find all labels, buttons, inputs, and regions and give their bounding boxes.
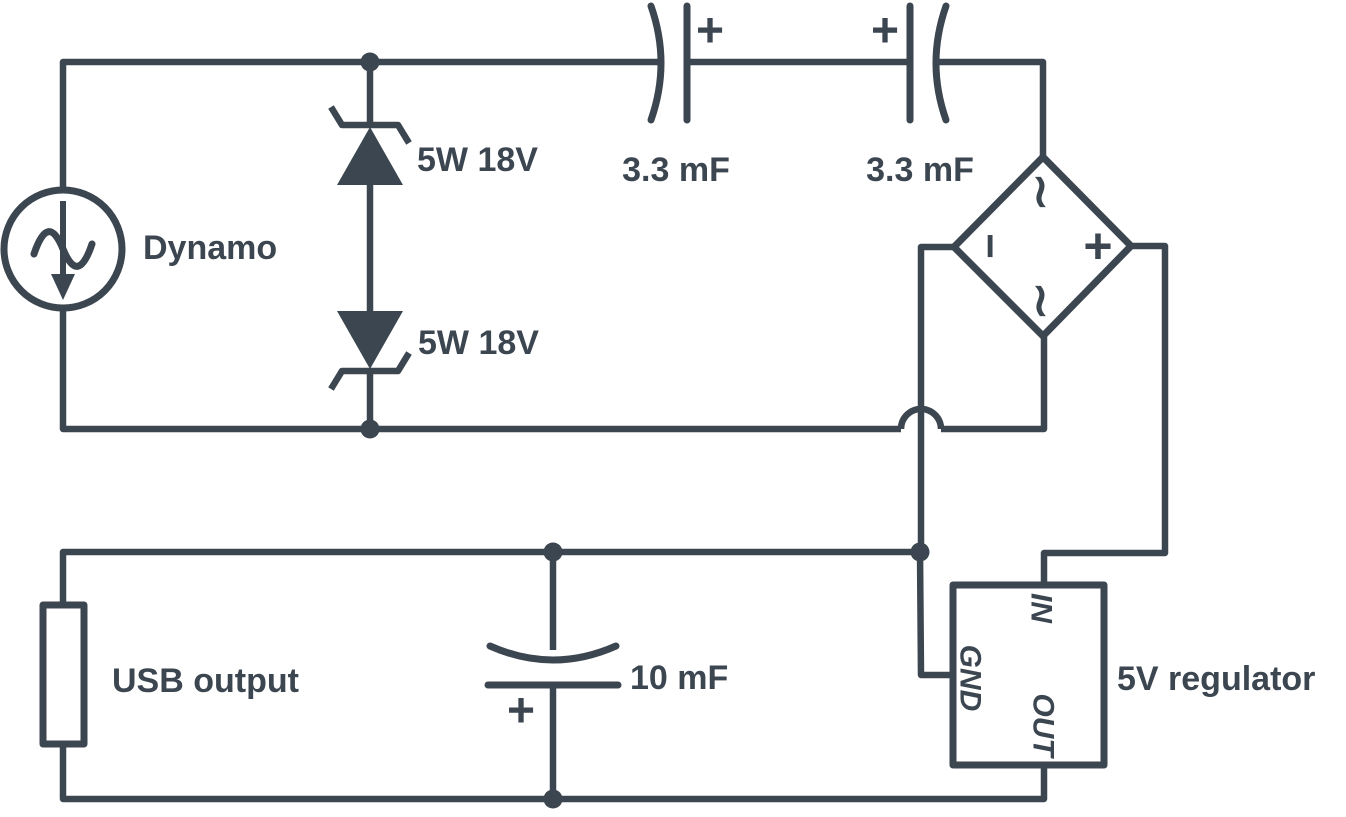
zener-bottom-label: 5W 18V [418, 324, 539, 362]
junction-dot [360, 419, 380, 439]
cap-right-plus-mark: + [871, 5, 899, 58]
wire-to-bridge-ac-bottom [941, 336, 1048, 433]
wire-hop-icon [897, 405, 945, 430]
wire-gnd [916, 551, 953, 679]
regulator-pin-gnd-label: GND [954, 645, 987, 712]
cap-left-label: 3.3 mF [622, 151, 730, 189]
bridge-minus-mark: − [966, 233, 1015, 259]
zener-top-triangle [337, 127, 403, 185]
dynamo-arrowhead-icon [51, 274, 75, 300]
smoothing-capacitor-icon: + [484, 642, 622, 738]
dynamo-source-icon [0, 186, 126, 312]
cap-left-curved-plate [647, 2, 665, 124]
cap-right-curved-plate [932, 2, 950, 124]
usb-output-label: USB output [112, 662, 299, 700]
dynamo-label: Dynamo [143, 229, 277, 267]
junction-dot [360, 52, 380, 72]
wire-output-top-rail [59, 548, 920, 605]
bridge-plus-mark: + [1083, 218, 1112, 274]
zener-diode-bottom-icon [328, 311, 412, 391]
bridge-ac-top-mark: ∼ [1016, 173, 1068, 212]
usb-load-icon [39, 601, 88, 748]
capacitor-left-icon: + [647, 2, 724, 124]
wire-bottom-return [59, 308, 901, 433]
regulator-label: 5V regulator [1117, 660, 1315, 698]
dynamo-sine-icon [30, 228, 96, 270]
zener-top-label: 5W 18V [417, 141, 538, 179]
junction-dot [543, 789, 563, 809]
cap3-plus-mark: + [507, 685, 535, 738]
bridge-ac-bottom-mark: ∼ [1016, 282, 1068, 321]
wire-bridge-plus-out [1040, 242, 1169, 585]
junction-dot [543, 542, 563, 562]
regulator-box: IN GND OUT [949, 581, 1108, 769]
wire-bridge-minus-out [917, 243, 954, 552]
usb-load-body [39, 601, 88, 748]
capacitor-right-icon: + [871, 2, 950, 124]
regulator-pin-in-label: IN [1025, 593, 1058, 624]
zener-bottom-triangle [337, 311, 403, 369]
bridge-rectifier-icon: ∼ ∼ − + [950, 153, 1135, 340]
junction-dots [360, 52, 930, 809]
bridge-diamond [950, 153, 1135, 340]
regulator-body [949, 581, 1108, 769]
zener-bottom-bar [328, 351, 412, 391]
wire-top-right [934, 58, 1047, 157]
zener-top-bar [328, 105, 412, 145]
wire-top-left [59, 58, 661, 190]
junction-dot [910, 542, 930, 562]
regulator-pin-out-label: OUT [1027, 693, 1060, 759]
cap-right-label: 3.3 mF [866, 151, 974, 189]
cap3-curved-plate [486, 642, 620, 664]
zener-diode-top-icon [328, 105, 412, 185]
cap-left-plus-mark: + [696, 5, 724, 58]
cap3-label: 10 mF [630, 659, 728, 697]
